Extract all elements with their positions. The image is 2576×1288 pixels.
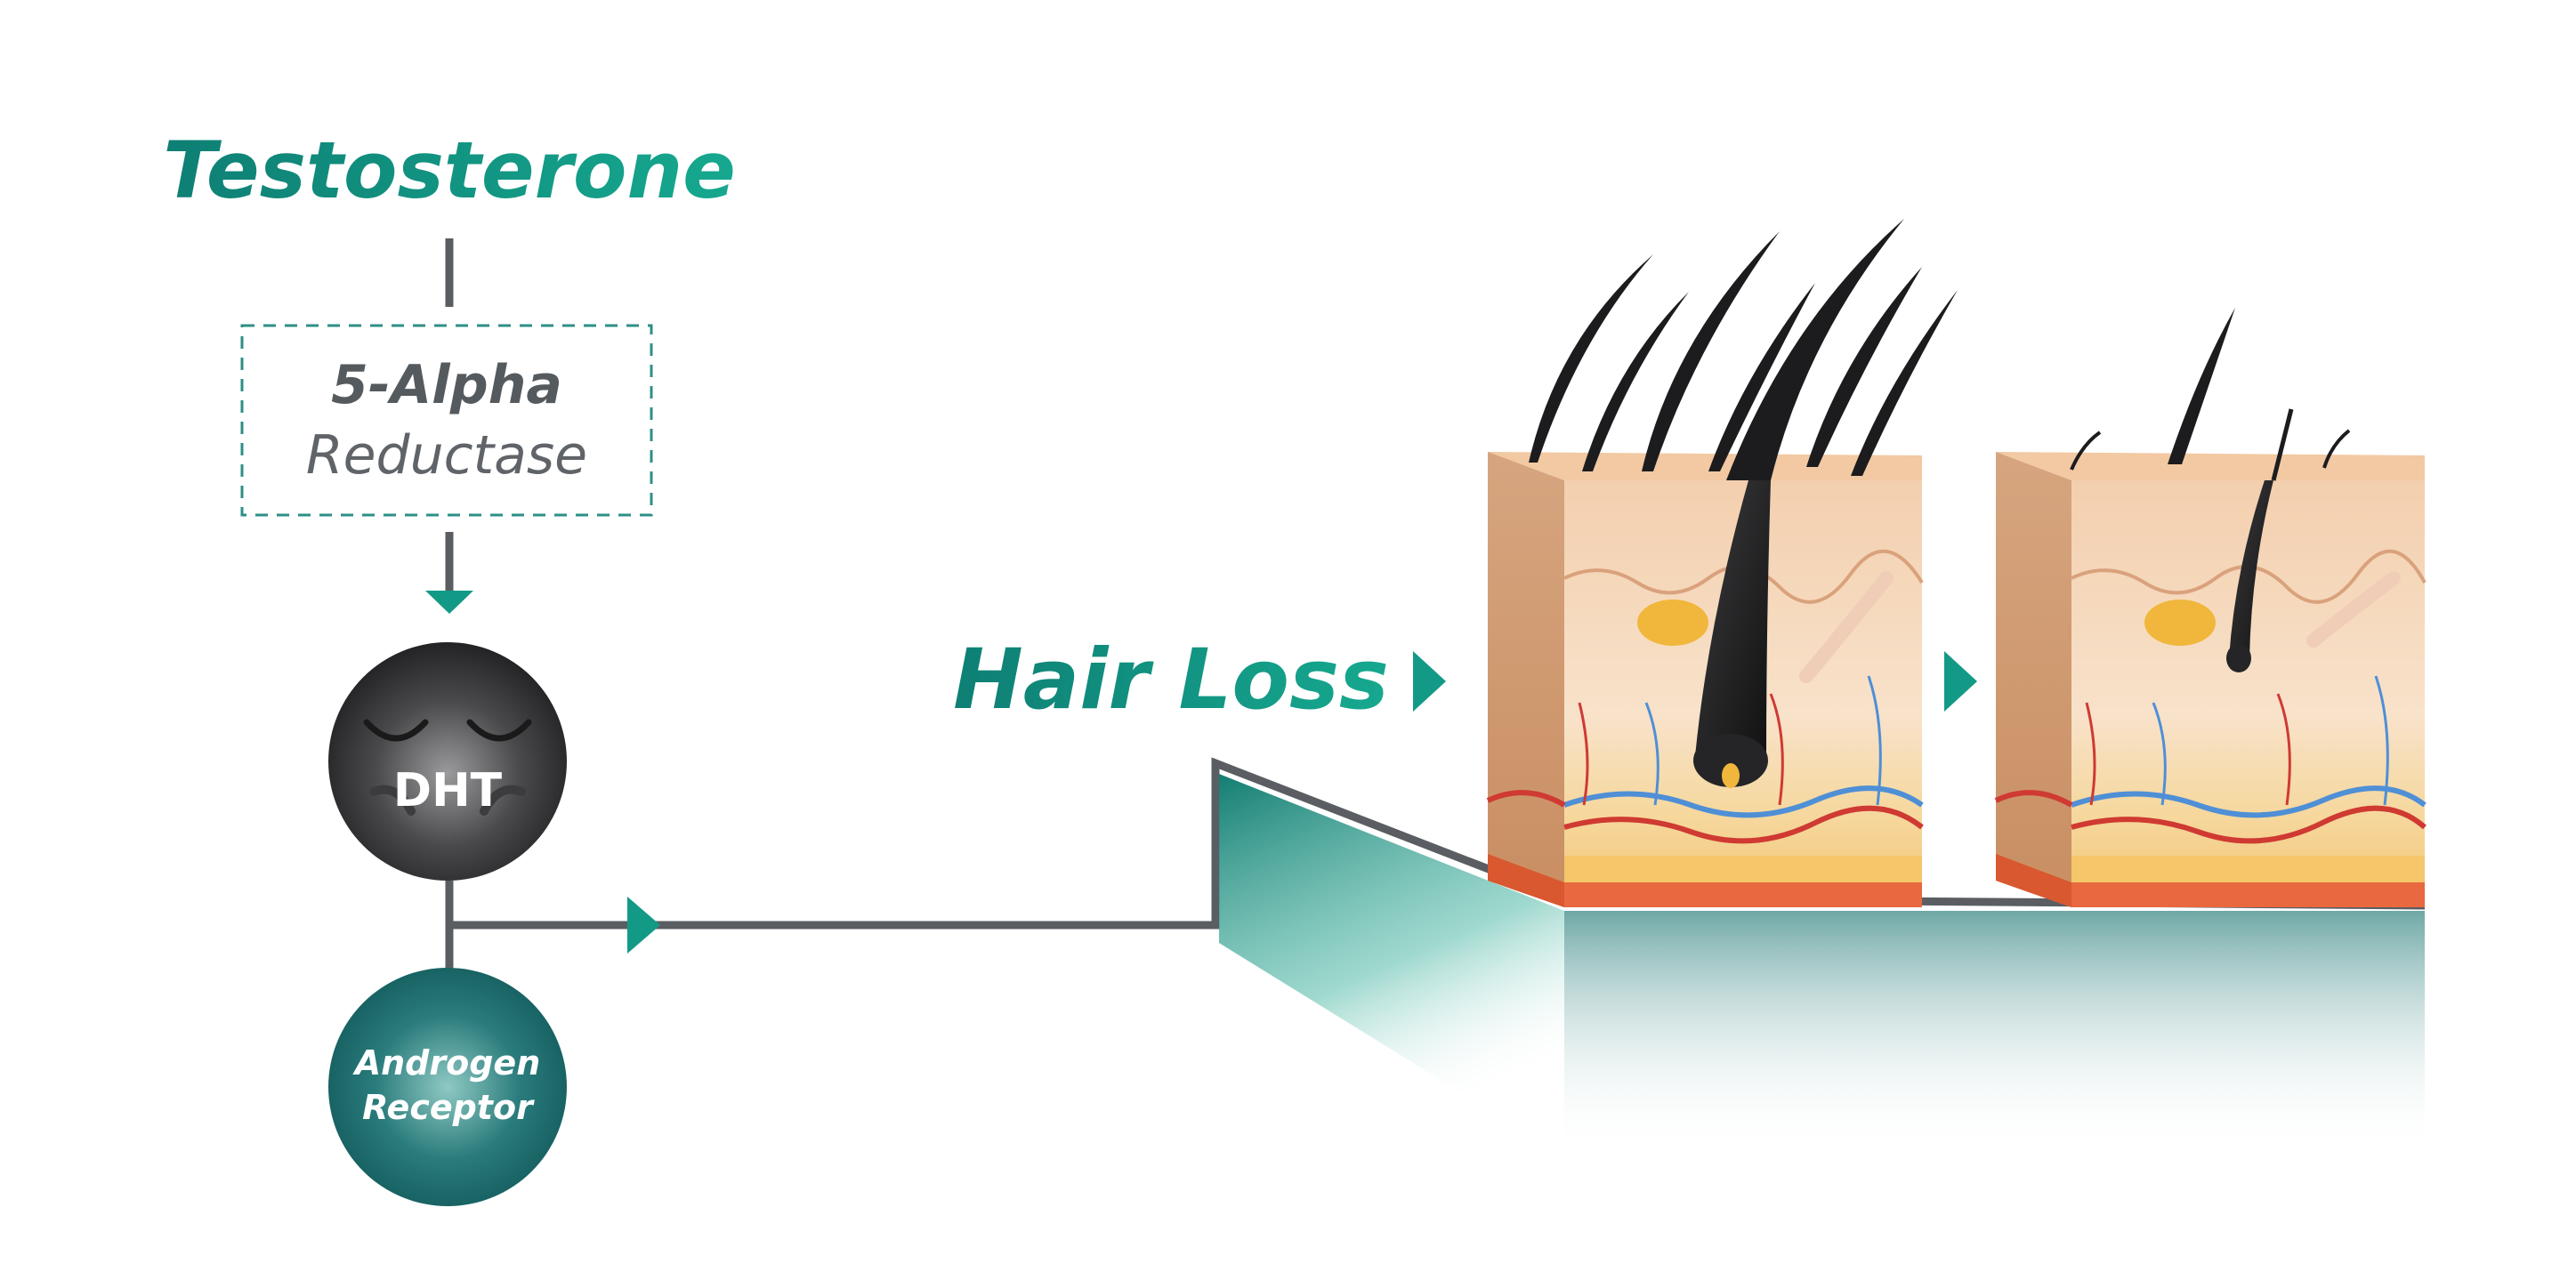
arrow-right-icon [627, 897, 660, 954]
arrow-down-icon [425, 591, 473, 614]
skin-cross-section-icon [1486, 219, 1958, 907]
enzyme-box [240, 324, 653, 517]
enzyme-label-line2: Reductase [306, 424, 587, 487]
testosterone-title: Testosterone [163, 125, 736, 216]
platform-base [1564, 911, 2425, 1151]
arrow-right-icon [1944, 651, 1977, 712]
receptor-label-line1: Androgen [352, 1043, 541, 1083]
dht-label: DHT [393, 764, 503, 817]
dht-node: DHT [328, 642, 567, 881]
enzyme-label-line1: 5-Alpha [331, 354, 562, 416]
skin-cross-section-icon [1994, 308, 2427, 907]
sad-face-icon [363, 719, 532, 816]
hair-loss-label: Hair Loss [953, 632, 1389, 729]
platform-wedge [1219, 774, 1564, 1156]
arrow-right-icon [1413, 651, 1446, 712]
receptor-label-line2: Receptor [362, 1088, 535, 1127]
androgen-receptor-node: Androgen Receptor [328, 968, 567, 1206]
